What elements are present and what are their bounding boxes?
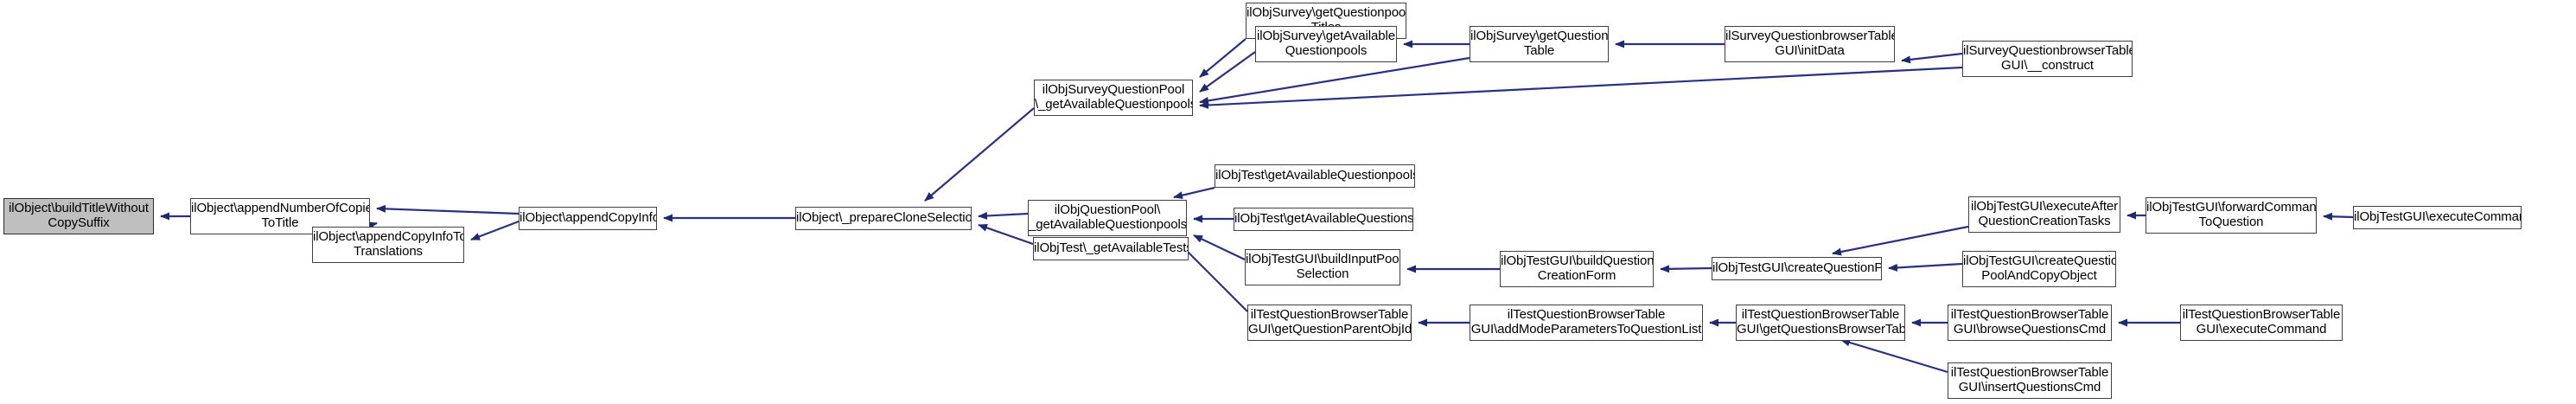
graph-node-label: ilObjTest\_getAvailableTests (1034, 240, 1189, 256)
graph-node-n14[interactable]: ilObjTest\_getAvailableTests (1033, 237, 1189, 260)
graph-node-n7[interactable]: ilObjSurvey\getAvailable Questionpools (1255, 26, 1397, 62)
graph-node-label: ilObjTest\getAvailableQuestions (1234, 211, 1413, 227)
graph-node-n27[interactable]: ilTestQuestionBrowserTable GUI\insertQue… (1948, 362, 2112, 399)
graph-edge-n27-to-n24 (1840, 338, 1948, 374)
graph-node-n5[interactable]: ilObjSurveyQuestionPool \_getAvailableQu… (1034, 80, 1193, 116)
graph-edge-n14-to-n4 (978, 223, 1034, 246)
graph-edge-n11-to-n4 (978, 211, 1029, 220)
graph-edge-n3-to-n1 (376, 204, 520, 215)
graph-node-label: ilTestQuestionBrowserTable GUI\getQuesti… (1248, 307, 1412, 337)
graph-node-n25[interactable]: ilTestQuestionBrowserTable GUI\browseQue… (1948, 305, 2112, 341)
graph-node-label: ilTestQuestionBrowserTable GUI\insertQue… (1950, 365, 2109, 394)
graph-node-label: ilObject\appendCopyInfo (520, 210, 657, 226)
graph-node-label: ilObjTestGUI\createQuestion PoolAndCopyO… (1963, 253, 2116, 283)
graph-node-label: ilTestQuestionBrowserTable GUI\browseQue… (1950, 307, 2109, 337)
graph-edge-n6-to-n5 (1199, 38, 1247, 78)
graph-node-n22[interactable]: ilTestQuestionBrowserTable GUI\getQuesti… (1247, 305, 1412, 341)
graph-node-label: ilObjTest\getAvailableQuestionpools (1215, 168, 1415, 183)
graph-node-n8[interactable]: ilObjSurvey\getQuestions Table (1470, 26, 1609, 62)
graph-node-label: ilObject\_prepareCloneSelection (796, 210, 972, 226)
graph-node-n15[interactable]: ilObjTestGUI\buildInputPool Selection (1245, 249, 1400, 285)
graph-node-label: ilObjTestGUI\forwardCommand ToQuestion (2146, 200, 2317, 229)
graph-node-label: ilObjSurvey\getQuestions Table (1470, 29, 1609, 58)
graph-node-n13[interactable]: ilObjTest\getAvailableQuestions (1234, 208, 1413, 231)
graph-edge-n18-to-n17 (1888, 262, 1963, 272)
graph-node-n4[interactable]: ilObject\_prepareCloneSelection (795, 207, 972, 230)
graph-node-n1[interactable]: ilObject\appendNumberOfCopies ToTitle (190, 198, 370, 234)
graph-node-label: ilObject\buildTitleWithout CopySuffix (9, 201, 149, 230)
graph-node-label: ilObjQuestionPool\ _getAvailableQuestion… (1029, 202, 1187, 232)
graph-node-n23[interactable]: ilTestQuestionBrowserTable GUI\addModePa… (1470, 305, 1703, 341)
graph-node-n0[interactable]: ilObject\buildTitleWithout CopySuffix (3, 198, 154, 234)
graph-node-label: ilSurveyQuestionbrowserTable GUI\initDat… (1725, 29, 1895, 58)
graph-edge-n15-to-n11 (1193, 234, 1246, 260)
graph-node-n21[interactable]: ilObjTestGUI\executeCommand (2353, 206, 2522, 229)
graph-node-label: ilObjSurveyQuestionPool \_getAvailableQu… (1035, 82, 1193, 112)
graph-edge-n10-to-n5 (1199, 66, 1963, 109)
graph-node-label: ilObjTestGUI\buildInputPool Selection (1246, 252, 1400, 281)
graph-node-n10[interactable]: ilSurveyQuestionbrowserTable GUI\__const… (1962, 41, 2133, 77)
graph-node-label: ilTestQuestionBrowserTable GUI\executeCo… (2182, 307, 2341, 337)
graph-node-n24[interactable]: ilTestQuestionBrowserTable GUI\getQuesti… (1736, 305, 1905, 341)
graph-edge-n21-to-n20 (2323, 212, 2354, 221)
graph-edge-n7-to-n5 (1199, 51, 1256, 93)
graph-node-label: ilObjTestGUI\executeAfter QuestionCreati… (1970, 199, 2119, 228)
graph-node-n26[interactable]: ilTestQuestionBrowserTable GUI\executeCo… (2180, 305, 2343, 341)
graph-node-label: ilObject\appendNumberOfCopies ToTitle (191, 201, 370, 230)
graph-node-n20[interactable]: ilObjTestGUI\forwardCommand ToQuestion (2146, 197, 2317, 234)
graph-node-label: ilObjSurvey\getAvailable Questionpools (1257, 29, 1395, 58)
graph-node-label: ilObject\appendCopyInfoTo Translations (313, 229, 464, 259)
graph-edge-n19-to-n17 (1832, 225, 1969, 256)
graph-node-n3[interactable]: ilObject\appendCopyInfo (519, 207, 657, 230)
graph-node-label: ilTestQuestionBrowserTable GUI\getQuesti… (1737, 307, 1905, 337)
graph-node-n17[interactable]: ilObjTestGUI\createQuestionPool (1712, 257, 1882, 280)
graph-node-n16[interactable]: ilObjTestGUI\buildQuestion CreationForm (1500, 251, 1654, 287)
graph-node-n9[interactable]: ilSurveyQuestionbrowserTable GUI\initDat… (1725, 26, 1895, 62)
graph-node-label: ilSurveyQuestionbrowserTable GUI\__const… (1963, 43, 2133, 73)
graph-edge-n5-to-n4 (924, 107, 1035, 202)
graph-edge-n8-to-n5 (1199, 56, 1470, 105)
graph-node-label: ilObjTestGUI\createQuestionPool (1712, 260, 1882, 276)
graph-node-label: ilObjTestGUI\executeCommand (2354, 209, 2522, 225)
graph-node-label: ilObjTestGUI\buildQuestion CreationForm (1501, 253, 1654, 283)
graph-node-n11[interactable]: ilObjQuestionPool\ _getAvailableQuestion… (1028, 200, 1187, 236)
graph-edge-n3-to-n2 (470, 220, 520, 241)
graph-edge-n10-to-n9 (1901, 52, 1963, 64)
graph-node-label: ilTestQuestionBrowserTable GUI\addModePa… (1470, 307, 1702, 337)
graph-node-n18[interactable]: ilObjTestGUI\createQuestion PoolAndCopyO… (1962, 251, 2116, 287)
graph-edge-n17-to-n16 (1660, 265, 1712, 273)
graph-node-n12[interactable]: ilObjTest\getAvailableQuestionpools (1215, 164, 1415, 188)
graph-node-n2[interactable]: ilObject\appendCopyInfoTo Translations (312, 227, 464, 263)
graph-edge-n12-to-n11 (1173, 186, 1215, 200)
graph-node-n19[interactable]: ilObjTestGUI\executeAfter QuestionCreati… (1968, 196, 2120, 233)
